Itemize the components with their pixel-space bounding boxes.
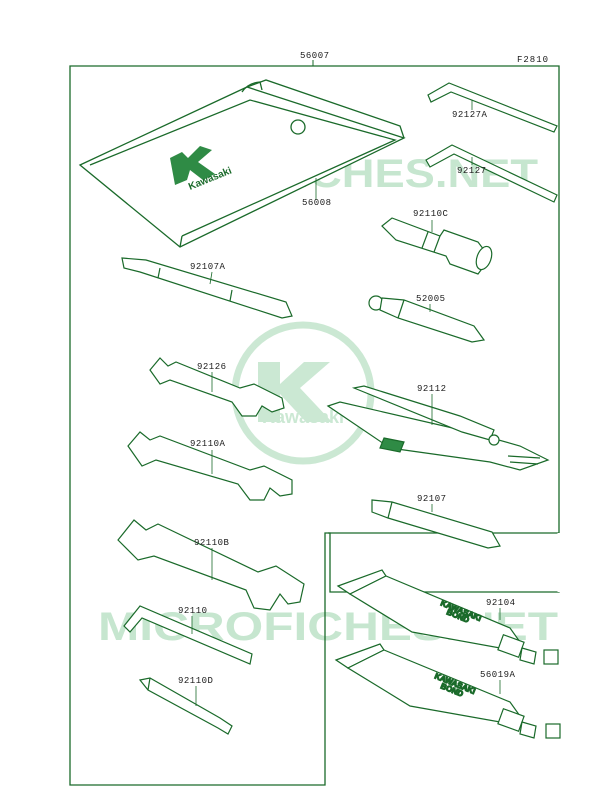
spark-plug-wrench-92110C <box>381 217 493 275</box>
watermark-logo-text: Kawasaki <box>262 407 344 427</box>
pliers-92112 <box>326 385 550 471</box>
screwdriver-handle-52005 <box>368 295 486 343</box>
part-label-92110C: 92110C <box>413 209 449 219</box>
part-label-92107: 92107 <box>417 494 447 504</box>
hex-key-92110 <box>123 605 253 665</box>
part-label-92112: 92112 <box>417 384 447 394</box>
screwdriver-92107 <box>371 499 501 549</box>
part-label-92107A: 92107A <box>190 262 226 272</box>
bond-tube-56019A: KAWASAKI BOND <box>334 643 561 739</box>
hex-key-92127 <box>425 144 558 203</box>
wrench-92126 <box>149 357 285 417</box>
part-label-56019A: 56019A <box>480 670 516 680</box>
part-label-92110B: 92110B <box>194 538 230 548</box>
leader-lines <box>191 100 501 706</box>
part-label-92126: 92126 <box>197 362 227 372</box>
part-label-92127: 92127 <box>457 166 487 176</box>
part-label-92104: 92104 <box>486 598 516 608</box>
screwdriver-92110D <box>138 677 233 735</box>
part-label-92110D: 92110D <box>178 676 214 686</box>
screwdriver-92107A <box>121 257 293 319</box>
wrench-92110A <box>127 431 293 501</box>
part-label-92110: 92110 <box>178 606 208 616</box>
part-label-56008: 56008 <box>302 198 332 208</box>
reference-code: F2810 <box>517 55 550 65</box>
hex-key-92127A <box>427 82 558 133</box>
tool-pouch <box>78 79 406 248</box>
part-label-52005: 52005 <box>416 294 446 304</box>
part-label-56007: 56007 <box>300 51 330 61</box>
part-label-92110A: 92110A <box>190 439 226 449</box>
part-label-92127A: 92127A <box>452 110 488 120</box>
wrench-92110B <box>117 519 305 611</box>
